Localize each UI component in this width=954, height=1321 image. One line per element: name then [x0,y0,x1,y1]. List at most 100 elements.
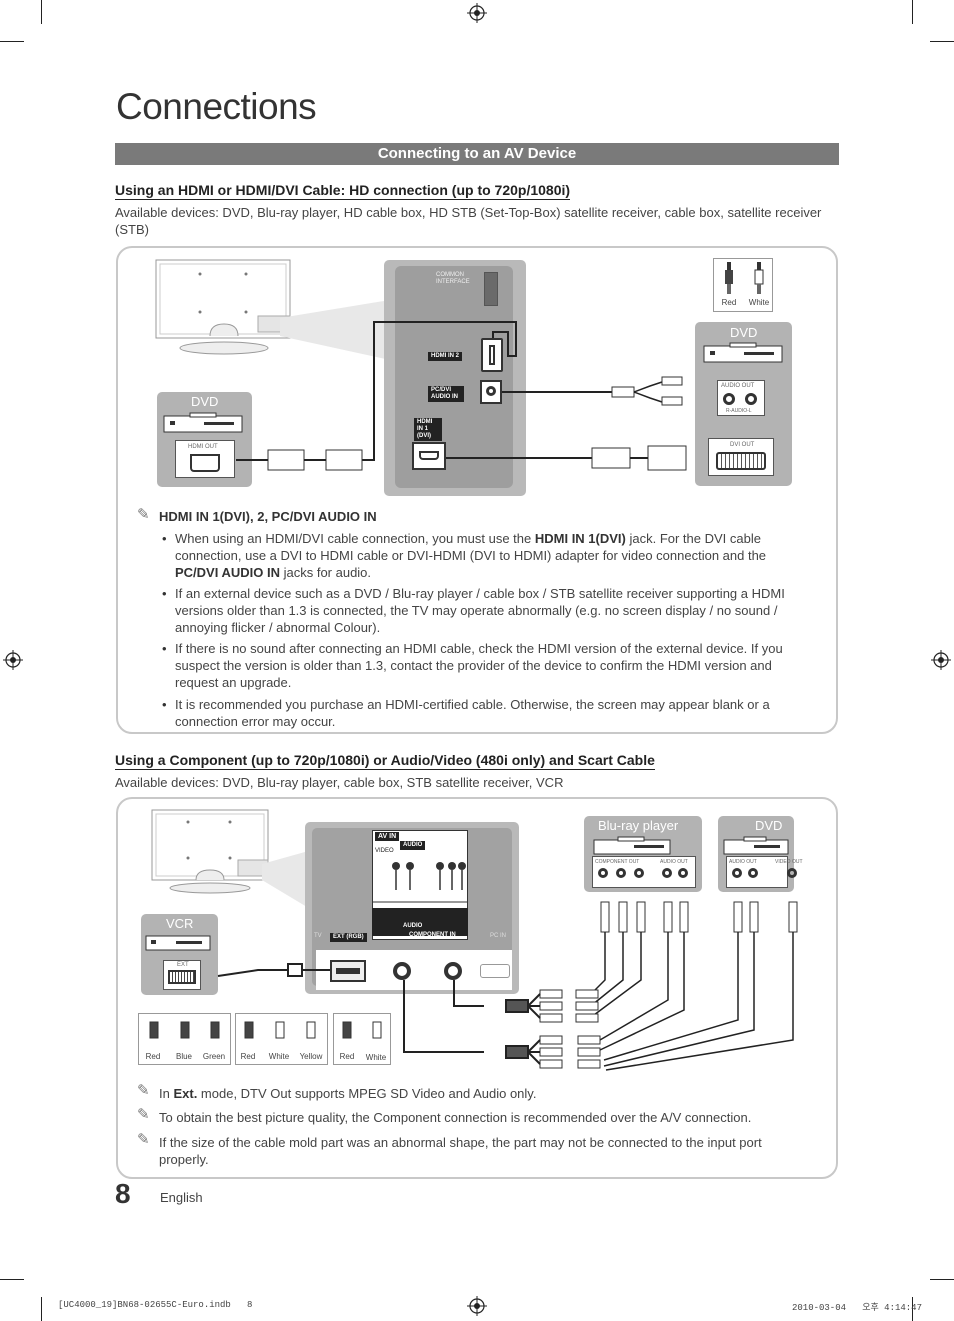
vcr-icon [145,935,211,951]
plug-label: Blue [175,1052,192,1061]
section-bar: Connecting to an AV Device [115,143,839,165]
tv-rear-illustration [151,809,269,894]
component-in-label: COMPONENT IN [409,932,456,938]
dvd-jack[interactable] [748,868,758,878]
note-pencil-icon: ✎ [137,1131,150,1148]
component-note-1: In Ext. mode, DTV Out supports MPEG SD V… [159,1086,537,1101]
vcr-title: VCR [166,916,194,931]
audio-label-2: AUDIO [400,922,426,931]
hdmi-in-2-label: HDMI IN 2 [428,352,463,361]
note-pencil-icon: ✎ [137,1106,150,1123]
plug-label: White [268,1052,290,1061]
crop-mark [41,0,42,24]
dvd-jack[interactable] [787,868,797,878]
hdmi-bullet-4: It is recommended you purchase an HDMI-c… [162,696,795,730]
audio-out-jack-l[interactable] [745,393,757,405]
bluray-jack[interactable] [598,868,608,878]
common-interface-slot [484,272,498,306]
plug-label: Red [240,1052,256,1061]
dvd-player-icon [723,836,789,855]
vcr-scart-port[interactable] [168,970,196,984]
vcr-ext-label: EXT [177,962,189,968]
registration-mark-icon [3,650,23,670]
dvd-right-title: DVD [730,325,758,340]
hdmi-out-port[interactable] [190,454,220,472]
pc-in-port[interactable] [480,964,510,978]
hdmi-in-1-port[interactable] [412,442,446,470]
crop-mark [912,1297,913,1321]
crop-mark [0,1279,24,1280]
pc-in-label: PC IN [490,933,507,939]
ext-rgb-label: EXT (RGB) [330,933,367,942]
plug-icons [149,1021,382,1039]
component-note-3: If the size of the cable mold part was a… [159,1135,762,1167]
component-note-2: To obtain the best picture quality, the … [159,1110,752,1125]
footer-file: [UC4000_19]BN68-02655C-Euro.indb 8 [58,1300,253,1310]
page-title: Connections [116,86,317,127]
hdmi-note-head: HDMI IN 1(DVI), 2, PC/DVI AUDIO IN [159,509,377,524]
hdmi-bullet-3: If there is no sound after connecting an… [162,640,795,691]
note-pencil-icon: ✎ [137,506,150,523]
component-available-devices: Available devices: DVD, Blu-ray player, … [115,775,564,790]
dvd-component-title: DVD [755,818,783,833]
bluray-jack[interactable] [662,868,672,878]
plug-label: Red [339,1052,355,1061]
pc-dvi-audio-in-label: PC/DVI AUDIO IN [428,386,464,402]
dvd-player-icon [703,342,783,363]
component-heading: Using a Component (up to 720p/1080i) or … [115,752,655,770]
dvi-out-label: DVI OUT [730,442,755,448]
crop-mark [930,1279,954,1280]
av-jack-1[interactable] [393,962,411,980]
hdmi-available-devices: Available devices: DVD, Blu-ray player, … [115,205,822,237]
footer-date: 2010-03-04 오후 4:14:47 [792,1303,922,1313]
scart-port[interactable] [330,960,366,982]
dvd-player-icon [163,412,243,433]
zoom-callout [280,300,390,360]
bluray-title: Blu-ray player [598,818,679,833]
crop-mark [0,41,24,42]
registration-mark-icon [467,1296,487,1316]
pc-dvi-audio-in-port[interactable] [480,380,502,404]
registration-mark-icon [931,650,951,670]
bluray-jack[interactable] [616,868,626,878]
av-jack-2[interactable] [444,962,462,980]
crop-mark [930,41,954,42]
white-plug-icon [754,262,764,294]
common-interface-label: COMMON INTERFACE [436,272,470,285]
tv-label: TV [314,933,322,939]
hdmi-in-1-label: HDMI IN 1 (DVI) [414,418,442,441]
page-language: English [160,1190,203,1205]
registration-mark-icon [467,3,487,23]
note-pencil-icon: ✎ [137,1082,150,1099]
dvd-audio-out-label: AUDIO OUT [729,859,757,865]
hdmi-bullet-1: When using an HDMI/DVI cable connection,… [162,530,795,581]
audio-out-label: AUDIO OUT [721,383,755,389]
plug-label-white: White [748,298,770,307]
tv-rear-illustration [155,259,291,355]
crop-mark [912,0,913,24]
audio-out-sublabel: R-AUDIO-L [726,408,752,414]
plug-label: Green [202,1052,226,1061]
bluray-jack[interactable] [678,868,688,878]
hdmi-bullet-2: If an external device such as a DVD / Bl… [162,585,795,636]
dvd-left-title: DVD [191,394,219,409]
plug-label: Red [145,1052,161,1061]
bluray-icon [593,836,671,855]
plug-label-red: Red [721,298,737,307]
dvd-video-out-label: VIDEO OUT [775,859,803,865]
bluray-component-label: COMPONENT OUT [595,859,640,865]
audio-out-jack-r[interactable] [723,393,735,405]
hdmi-in-2-port[interactable] [481,338,503,372]
zoom-callout [262,850,312,910]
bluray-jack[interactable] [634,868,644,878]
bluray-audio-label: AUDIO OUT [660,859,688,865]
dvd-jack[interactable] [732,868,742,878]
rca-plug-legend [713,258,773,312]
av-in-label: AV IN [375,832,400,841]
plug-label: White [365,1053,387,1062]
dvi-out-port[interactable] [716,452,766,470]
red-plug-icon [725,262,733,294]
page-number: 8 [115,1178,131,1209]
plug-label: Yellow [299,1052,323,1061]
crop-mark [41,1297,42,1321]
